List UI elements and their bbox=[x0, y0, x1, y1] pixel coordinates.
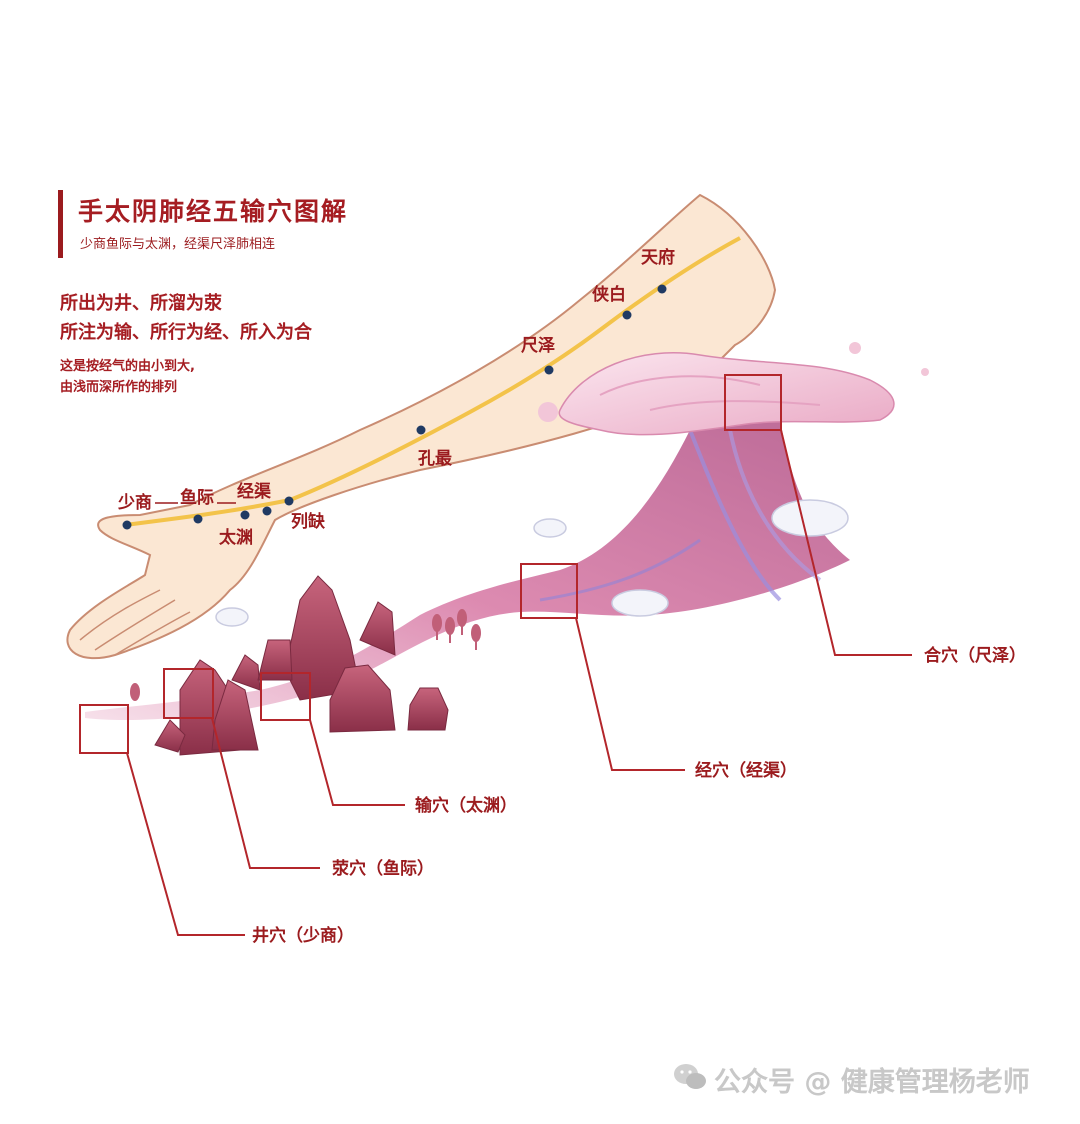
title-accent-bar bbox=[58, 190, 63, 258]
point-lieque bbox=[284, 496, 294, 506]
callout-box-jing-river bbox=[520, 563, 578, 619]
meridian-points bbox=[122, 284, 667, 530]
page-title: 手太阴肺经五输穴图解 bbox=[78, 197, 349, 226]
page-subtitle: 少商鱼际与太渊，经渠尺泽肺相连 bbox=[80, 237, 276, 252]
callout-label-ying-spring: 荥穴（鱼际） bbox=[332, 858, 434, 879]
callout-box-he-sea bbox=[724, 374, 782, 431]
point-xiabai bbox=[622, 310, 632, 320]
callout-label-he-sea: 合穴（尺泽） bbox=[924, 645, 1026, 666]
callout-boxes bbox=[79, 374, 782, 754]
point-yuji bbox=[193, 514, 203, 524]
watermark-text: 公众号 @ 健康管理杨老师 bbox=[714, 1067, 1030, 1098]
callout-box-ying-spring bbox=[163, 668, 214, 719]
callout-label-shu-stream: 输穴（太渊） bbox=[415, 795, 517, 816]
point-shaoshang bbox=[122, 520, 132, 530]
water-flow-illustration bbox=[85, 342, 929, 720]
rock-formations bbox=[154, 575, 449, 756]
point-label: 天府 bbox=[641, 247, 675, 268]
cloud-icon bbox=[771, 499, 849, 537]
cloud-decorations bbox=[215, 499, 849, 627]
point-label: 鱼际 bbox=[180, 487, 214, 508]
callout-leader-lines bbox=[126, 429, 912, 936]
tree-decorations bbox=[130, 609, 481, 701]
point-labels: 少商 鱼际 太渊 经渠 列缺 孔最 尺泽 侠白 天府 bbox=[117, 247, 675, 548]
cloud-icon bbox=[611, 589, 669, 617]
point-taiyuan bbox=[240, 510, 250, 520]
point-label: 少商 bbox=[117, 492, 152, 513]
callout-labels: 井穴（少商） 荥穴（鱼际） 输穴（太渊） 经穴（经渠） 合穴（尺泽） bbox=[252, 645, 1026, 946]
callout-label-jing-well: 井穴（少商） bbox=[252, 925, 354, 946]
point-chize bbox=[544, 365, 554, 375]
callout-box-jing-well bbox=[79, 704, 129, 754]
point-label: 孔最 bbox=[418, 449, 453, 469]
cloud-icon bbox=[215, 607, 249, 627]
rule-line-2: 所注为输、所行为经、所入为合 bbox=[60, 322, 312, 343]
note-line-1: 这是按经气的由小到大, bbox=[60, 359, 195, 374]
point-label: 太渊 bbox=[219, 527, 253, 548]
meridian-line bbox=[124, 236, 741, 527]
note-line-2: 由浅而深所作的排列 bbox=[60, 380, 178, 395]
point-label: 列缺 bbox=[291, 511, 326, 532]
point-label: 经渠 bbox=[237, 481, 272, 502]
point-kongzui bbox=[416, 425, 426, 435]
cloud-icon bbox=[533, 518, 567, 538]
rule-line-1: 所出为井、所溜为荥 bbox=[60, 293, 222, 314]
point-label: 尺泽 bbox=[521, 336, 555, 356]
callout-label-jing-river: 经穴（经渠） bbox=[695, 760, 797, 781]
point-tianfu bbox=[657, 284, 667, 294]
point-jingqu bbox=[262, 506, 272, 516]
point-label: 侠白 bbox=[592, 284, 626, 305]
wechat-icon bbox=[674, 1064, 706, 1089]
callout-box-shu-stream bbox=[260, 672, 311, 721]
